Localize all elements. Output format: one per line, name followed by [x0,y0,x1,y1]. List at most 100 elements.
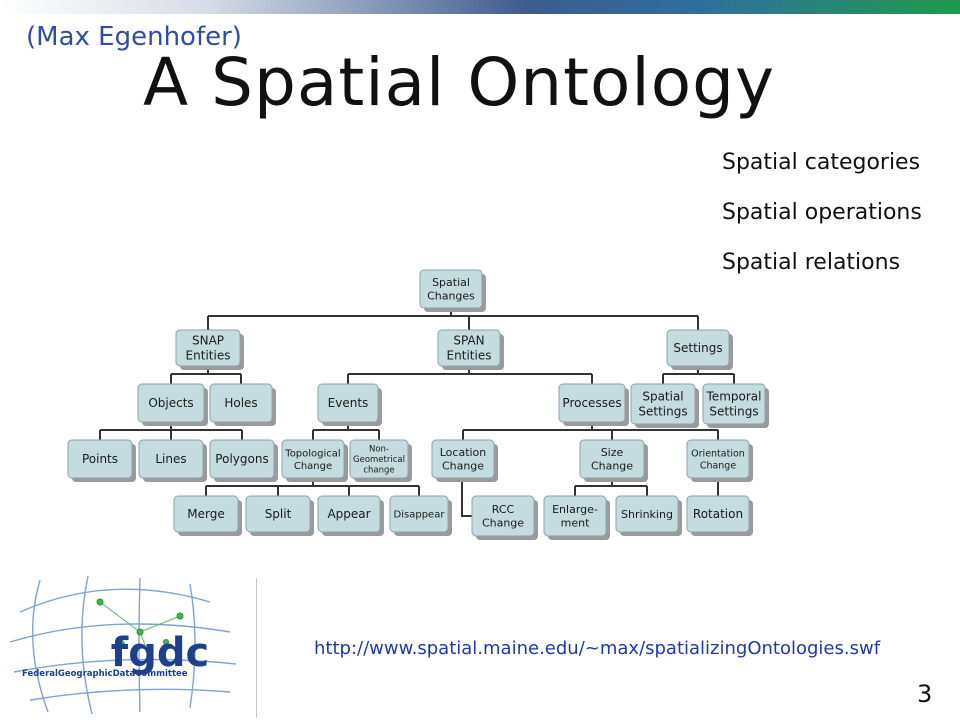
node-label: Orientation [691,448,745,459]
node-settings: Settings [666,329,733,370]
node-label: Split [265,507,292,521]
node-box [615,495,679,533]
node-label: Settings [638,405,687,419]
node-events: Events [317,383,382,426]
node-box [543,495,607,537]
node-box [389,495,449,533]
node-box [630,383,696,425]
node-label: ment [561,517,590,530]
node-label: Temporal [706,390,762,404]
node-box [209,383,273,423]
node-label: Events [328,396,369,410]
node-label: Geometrical [353,455,405,465]
node-points: Points [67,439,136,482]
node-label: Points [82,452,118,466]
node-label: Change [294,461,332,472]
node-rotation: Rotation [686,495,753,536]
node-box [317,495,381,533]
fgdc-logo: fgdc FederalGeographicDataCommittee [9,575,237,715]
node-box [209,439,275,479]
node-label: Changes [427,290,475,303]
globe-grid-icon [9,575,237,715]
node-box [349,439,409,479]
top-gradient-bar [0,0,960,14]
bullet-list: Spatial categories Spatial operations Sp… [722,150,922,300]
node-label: Lines [155,452,186,466]
node-box [245,495,311,533]
node-label: Processes [562,396,621,410]
node-objects: Objects [137,383,208,426]
node-box [317,383,379,423]
node-box [471,495,535,537]
node-label: Size [601,446,624,459]
source-url-link[interactable]: http://www.spatial.maine.edu/~max/spatia… [314,638,881,659]
node-box [558,383,626,423]
node-box [67,439,133,479]
node-box [702,383,766,425]
tree-connector [461,478,472,517]
fgdc-tagline: FederalGeographicDataCommittee [22,669,188,679]
node-label: change [363,466,394,476]
node-box [437,329,501,367]
node-label: Appear [327,507,370,521]
fgdc-acronym: fgdc [111,630,209,676]
node-box [281,439,345,479]
node-polygons: Polygons [209,439,278,482]
node-lines: Lines [138,439,207,482]
slide-title: A Spatial Ontology [143,44,776,121]
node-label: Objects [148,396,193,410]
node-box [431,439,495,479]
node-label: Polygons [215,452,268,466]
node-holes: Holes [209,383,276,426]
node-label: Non- [369,444,389,454]
node-label: Change [442,460,484,473]
node-enlargement: Enlarge-ment [543,495,610,540]
node-label: Shrinking [621,508,673,521]
bullet-item: Spatial operations [722,200,922,225]
node-label: Rotation [693,507,743,521]
logo-divider [256,578,257,718]
node-box [666,329,730,367]
node-box [686,495,750,533]
bullet-item: Spatial relations [722,250,901,275]
node-box [173,495,239,533]
node-label: Merge [187,507,224,521]
page-number: 3 [917,680,933,708]
node-label: SPAN [453,334,484,348]
bullet-item: Spatial categories [722,150,921,175]
node-box [419,269,483,309]
node-label: Settings [709,405,758,419]
node-label: Topological [284,448,340,459]
node-label: Spatial [642,390,683,404]
node-box [175,329,241,367]
author-credit: (Max Egenhofer) [26,22,242,52]
node-merge: Merge [173,495,242,536]
node-label: Settings [673,341,722,355]
node-box [137,383,205,423]
node-split: Split [245,495,314,536]
node-label: Entities [186,349,231,363]
node-label: Location [440,446,487,459]
node-box [579,439,645,479]
node-box [686,439,750,479]
node-label: Change [482,517,524,530]
node-disappear: Disappear [389,495,452,536]
node-shrinking: Shrinking [615,495,682,536]
node-label: Disappear [394,510,446,521]
node-label: RCC [492,503,515,516]
node-appear: Appear [317,495,384,536]
node-box [138,439,204,479]
node-label: Change [591,460,633,473]
node-label: Enlarge- [552,503,598,516]
node-label: Spatial [432,276,470,289]
